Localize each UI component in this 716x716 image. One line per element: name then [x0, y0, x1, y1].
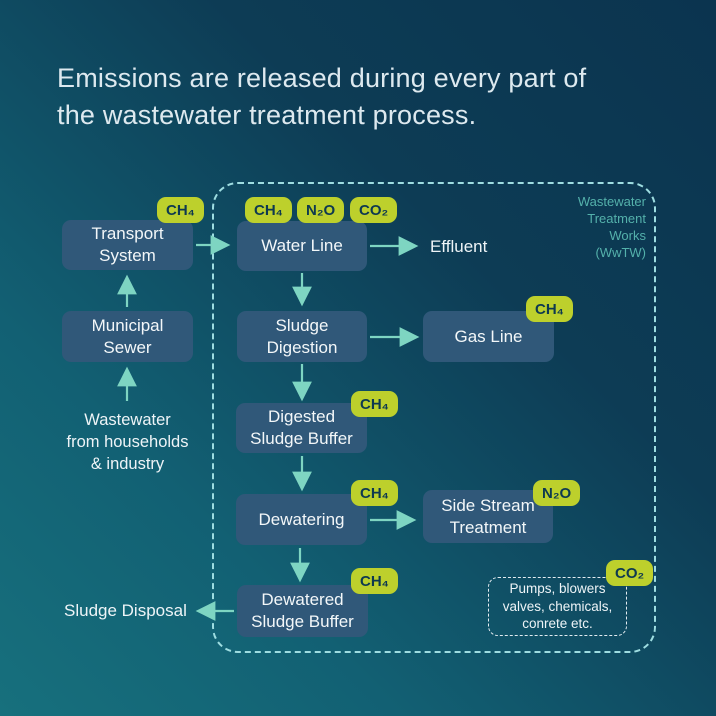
gas-pill-ch4-gas-line: CH₄	[526, 296, 573, 322]
node-sludge-digestion: Sludge Digestion	[237, 311, 367, 362]
gas-pill-co2-water-line: CO₂	[350, 197, 398, 223]
gas-pill-ch4-dewatering: CH₄	[351, 480, 398, 506]
gas-pill-ch4-digested-sludge-buffer: CH₄	[351, 391, 398, 417]
page-title: Emissions are released during every part…	[57, 63, 587, 131]
node-digested-sludge-buffer: Digested Sludge Buffer	[236, 403, 367, 453]
effluent-label: Effluent	[430, 237, 488, 256]
node-transport-system: Transport System	[62, 220, 193, 270]
wwtw-boundary-label: Wastewater Treatment Works (WwTW)	[577, 194, 646, 260]
gas-pill-ch4-transport-system: CH₄	[157, 197, 204, 223]
node-municipal-sewer: Municipal Sewer	[62, 311, 193, 362]
gas-pill-n2o-side-stream: N₂O	[533, 480, 581, 506]
sludge-disposal-label: Sludge Disposal	[64, 601, 187, 620]
gas-pill-ch4-dewatered-sludge-buffer: CH₄	[351, 568, 398, 594]
node-dewatering: Dewatering	[236, 494, 367, 545]
wastewater-source-label: Wastewater from households & industry	[66, 411, 189, 473]
wwtw-boundary-dashed-border	[212, 182, 656, 653]
gas-pill-n2o-water-line: N₂O	[297, 197, 345, 223]
node-dewatered-sludge-buffer: Dewatered Sludge Buffer	[237, 585, 368, 637]
gas-pill-co2-pumps: CO₂	[606, 560, 654, 586]
node-side-stream-treatment: Side Stream Treatment	[423, 490, 553, 543]
node-water-line: Water Line	[237, 221, 367, 271]
gas-pill-ch4-water-line: CH₄	[245, 197, 292, 223]
pumps-note-box: Pumps, blowers valves, chemicals, conret…	[488, 577, 627, 636]
